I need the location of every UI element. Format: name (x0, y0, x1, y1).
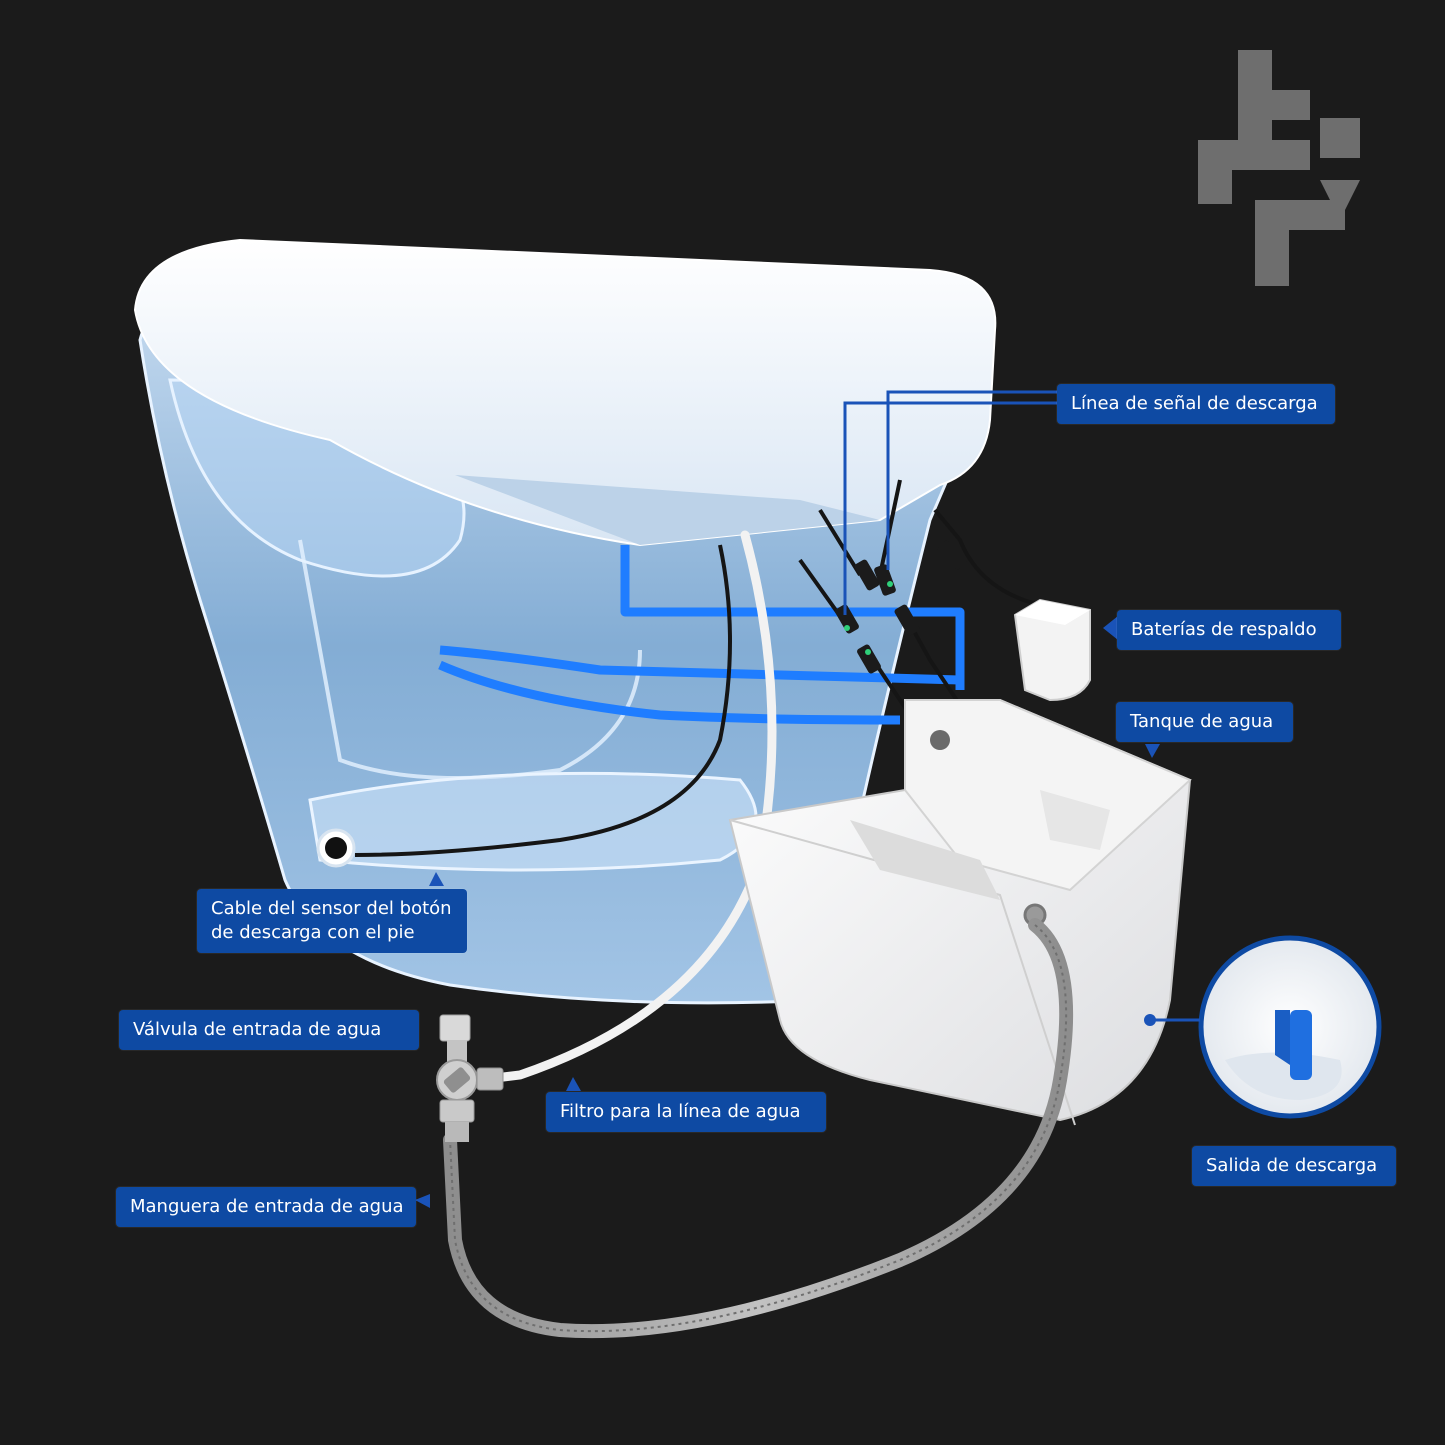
label-flush-signal-line: Línea de señal de descarga (1057, 384, 1335, 424)
flush-outlet-detail-icon (1198, 935, 1382, 1119)
label-backup-batteries: Baterías de respaldo (1117, 610, 1341, 650)
ts-monogram-logo-icon (1198, 50, 1360, 286)
label-water-inlet-hose: Manguera de entrada de agua (116, 1187, 416, 1227)
label-water-tank: Tanque de agua (1116, 702, 1293, 742)
label-flush-outlet: Salida de descarga (1192, 1146, 1396, 1186)
toilet-cutaway-icon (133, 238, 997, 1005)
water-tank-icon (728, 699, 1192, 1126)
label-water-line-filter: Filtro para la línea de agua (546, 1092, 826, 1132)
braided-hose-icon (443, 918, 1074, 1339)
leader-lines (843, 390, 1200, 1022)
battery-pack-icon (1013, 598, 1091, 702)
inlet-valve-icon (436, 1014, 504, 1142)
label-foot-sensor-cable: Cable del sensor del botón de descarga c… (197, 889, 467, 953)
label-water-inlet-valve: Válvula de entrada de agua (119, 1010, 419, 1050)
